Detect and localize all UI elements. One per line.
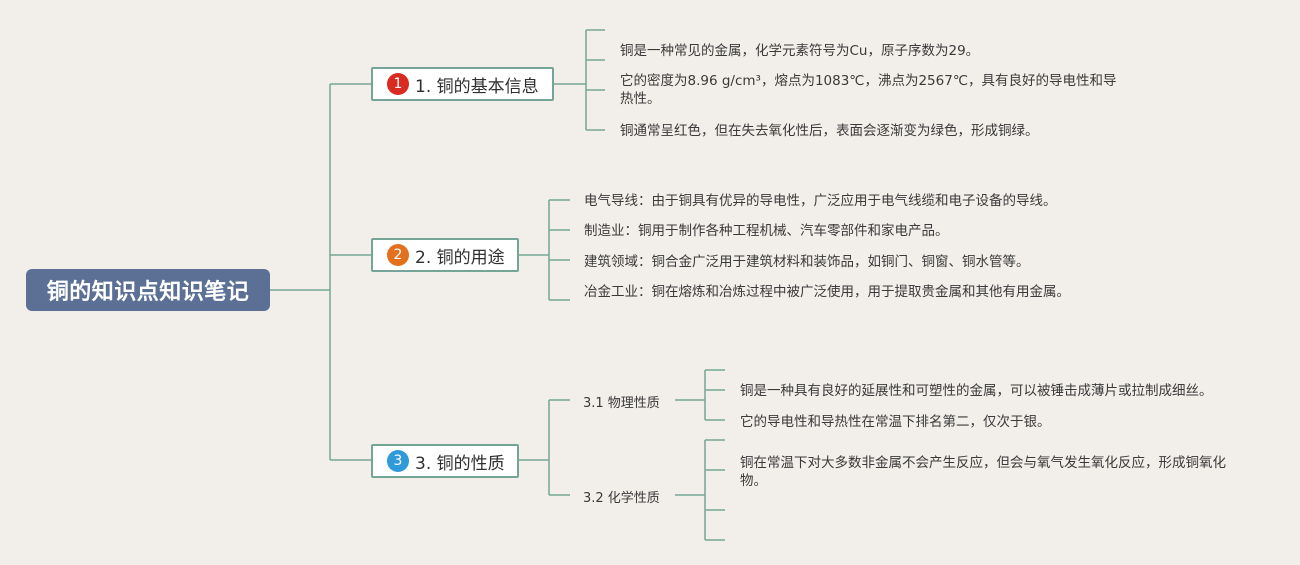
leaf-basic-info-1: 铜是一种常见的金属，化学元素符号为Cu，原子序数为29。 [620,43,980,59]
branch-label: 3. 铜的性质 [415,453,505,474]
leaf-uses-2: 制造业：铜用于制作各种工程机械、汽车零部件和家电产品。 [584,223,949,239]
leaf-physical-2: 它的导电性和导热性在常温下排名第二，仅次于银。 [740,414,1051,430]
branch-label: 1. 铜的基本信息 [415,76,539,97]
leaf-chemical-1: 铜在常温下对大多数非金属不会产生反应，但会与氧气发生氧化反应，形成铜氧化物。 [740,455,1226,489]
number-badge-icon: 3 [387,450,409,472]
sub-topic-physical[interactable]: 3.1 物理性质 [583,396,660,411]
number-badge-icon: 1 [387,73,409,95]
branch-properties[interactable]: 3 3. 铜的性质 [371,444,519,478]
leaf-uses-3: 建筑领域：铜合金广泛用于建筑材料和装饰品，如铜门、铜窗、铜水管等。 [584,254,1030,270]
leaf-basic-info-2: 它的密度为8.96 g/cm³，熔点为1083℃，沸点为2567℃，具有良好的导… [620,73,1117,107]
leaf-uses-4: 冶金工业：铜在熔炼和冶炼过程中被广泛使用，用于提取贵金属和其他有用金属。 [584,284,1070,300]
leaf-uses-1: 电气导线：由于铜具有优异的导电性，广泛应用于电气线缆和电子设备的导线。 [584,193,1057,209]
branch-basic-info[interactable]: 1 1. 铜的基本信息 [371,67,554,101]
root-topic-label: 铜的知识点知识笔记 [46,280,250,305]
branch-uses[interactable]: 2 2. 铜的用途 [371,238,519,272]
leaf-basic-info-3: 铜通常呈红色，但在失去氧化性后，表面会逐渐变为绿色，形成铜绿。 [620,123,1039,139]
leaf-physical-1: 铜是一种具有良好的延展性和可塑性的金属，可以被锤击成薄片或拉制成细丝。 [740,383,1213,399]
sub-topic-chemical[interactable]: 3.2 化学性质 [583,491,660,506]
branch-label: 2. 铜的用途 [415,247,505,268]
number-badge-icon: 2 [387,244,409,266]
root-topic[interactable]: 铜的知识点知识笔记 [26,269,270,311]
